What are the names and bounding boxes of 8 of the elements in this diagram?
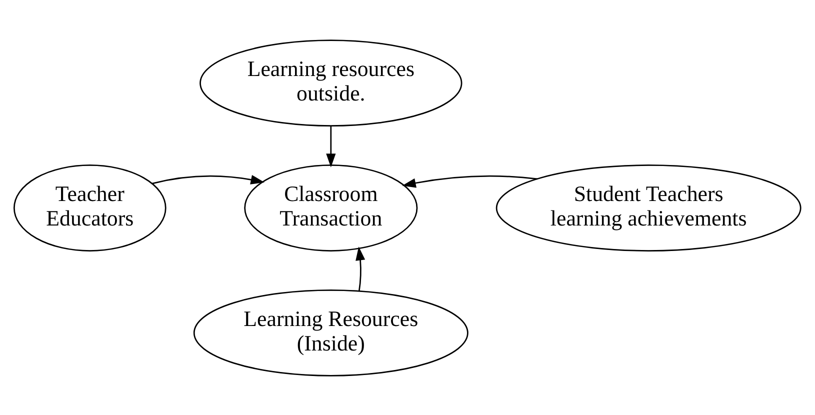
arrow [152, 174, 264, 184]
node-ellipse: Learning resources outside. [200, 39, 462, 126]
node-ellipse: Learning Resources (Inside) [193, 288, 468, 376]
node-ellipse: Student Teachers learning achievements [496, 164, 802, 251]
arrow [356, 246, 366, 291]
arrow [402, 174, 538, 188]
arrow [326, 125, 336, 167]
node-ellipse: Teacher Educators [13, 164, 166, 251]
